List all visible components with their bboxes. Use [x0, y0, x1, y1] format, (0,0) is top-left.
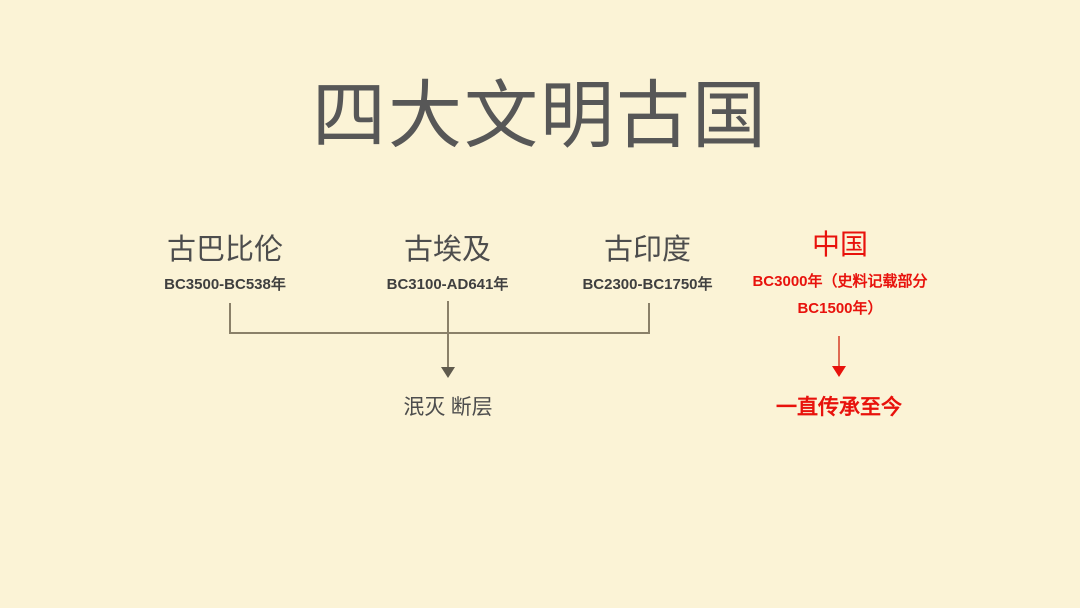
civilization-years: BC2300-BC1750年	[582, 276, 713, 293]
civilization-name: 古印度	[603, 234, 691, 266]
outcome-label-lost: 泯灭 断层	[403, 395, 493, 419]
civilization-name: 古巴比伦	[166, 234, 283, 266]
civilization-name: 中国	[811, 230, 868, 261]
civilization-years-line1: BC3000年（史料记载部分	[752, 273, 928, 290]
arrow-head	[832, 366, 846, 377]
page-title: 四大文明古国	[312, 76, 768, 158]
civilization-years-line2: BC1500年）	[797, 300, 883, 317]
civilization-column-india: 古印度 BC2300-BC1750年	[530, 232, 765, 297]
civilization-column-china: 中国 BC3000年（史料记载部分 BC1500年）	[725, 228, 955, 322]
civilization-column-babylon: 古巴比伦 BC3500-BC538年	[105, 232, 345, 297]
arrow-head	[441, 367, 455, 378]
outcome-label-continuous: 一直传承至今	[776, 395, 902, 419]
group-bracket-shape	[229, 303, 650, 334]
arrow-stem	[447, 301, 449, 367]
civilization-years: BC3000年（史料记载部分 BC1500年）	[725, 268, 955, 322]
arrow-stem	[838, 336, 840, 366]
civilization-column-egypt: 古埃及 BC3100-AD641年	[330, 232, 565, 297]
civilization-years: BC3100-AD641年	[386, 276, 509, 293]
civilization-years: BC3500-BC538年	[164, 276, 286, 293]
civilization-name: 古埃及	[403, 234, 491, 266]
